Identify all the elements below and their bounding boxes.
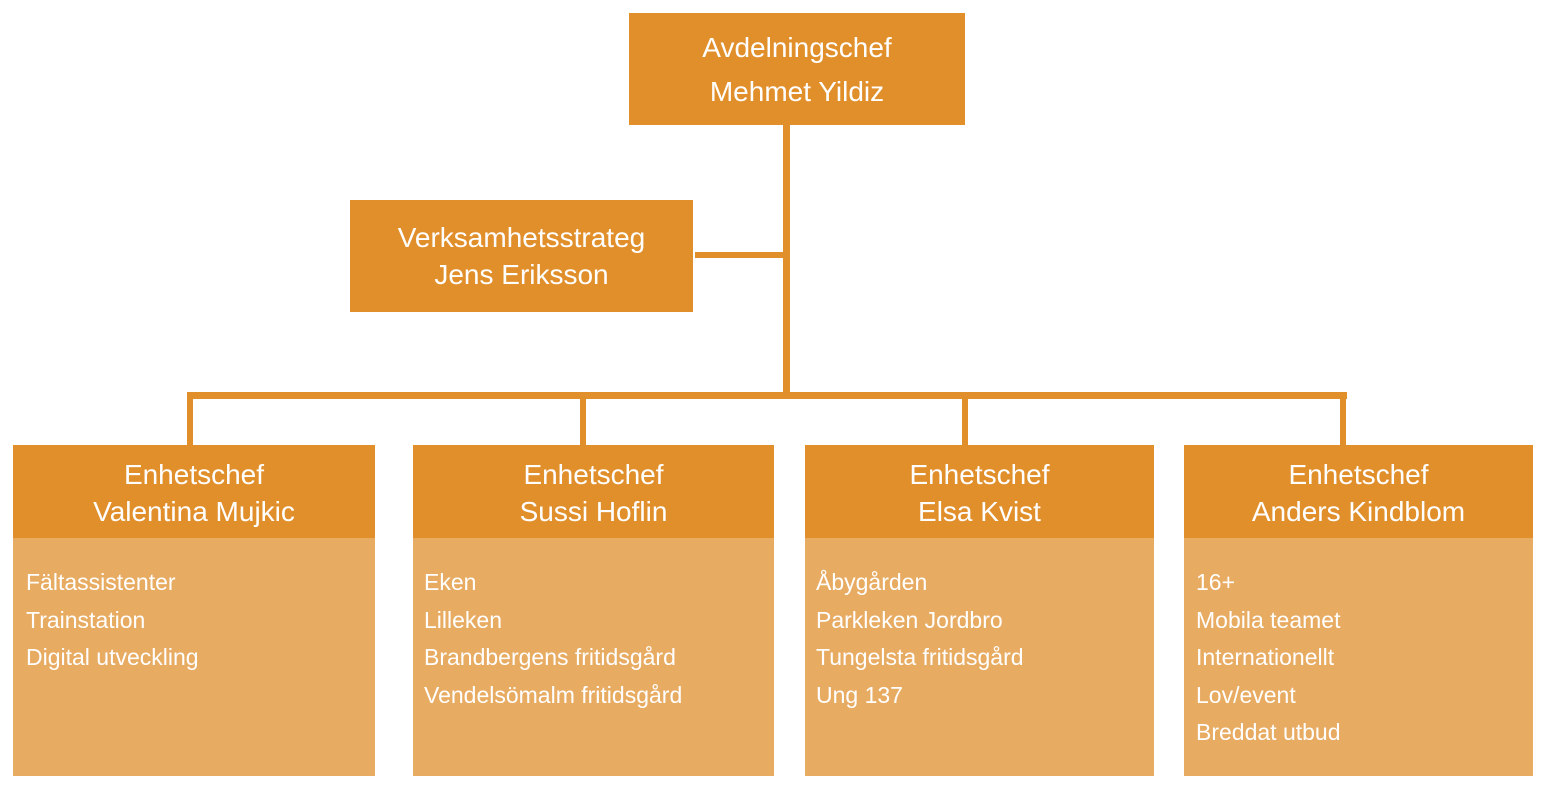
unit-manager-name: Sussi Hoflin: [519, 495, 668, 527]
unit-manager-name: Elsa Kvist: [918, 495, 1041, 527]
unit-manager-name: Anders Kindblom: [1251, 495, 1466, 527]
unit-item-list: Fältassistenter Trainstation Digital utv…: [13, 538, 375, 776]
unit-header: Enhetschef Anders Kindblom: [1184, 445, 1533, 538]
unit-item: Mobila teamet: [1196, 606, 1341, 633]
unit-header: Enhetschef Sussi Hoflin: [413, 445, 774, 538]
unit-item: Fältassistenter: [26, 569, 176, 595]
unit-item: Lilleken: [424, 606, 502, 633]
department-head-title: Avdelningschef: [702, 32, 892, 63]
connector-horizontal-bar: [187, 392, 1347, 399]
unit-item: Vendelsömalm fritidsgård: [424, 681, 683, 708]
strategist-title: Verksamhetsstrateg: [397, 222, 646, 253]
department-head-name: Mehmet Yildiz: [709, 76, 885, 107]
unit-item-list: Åbygården Parkleken Jordbro Tungelsta fr…: [805, 538, 1154, 776]
unit-item: Åbygården: [816, 569, 928, 595]
unit-item: Tungelsta fritidsgård: [816, 644, 1024, 670]
connector-unit-1: [187, 392, 193, 446]
unit-item: Ung 137: [816, 681, 903, 708]
unit-item: Digital utveckling: [26, 644, 199, 670]
connector-top-vertical: [783, 125, 790, 398]
unit-title: Enhetschef: [909, 458, 1050, 490]
unit-title: Enhetschef: [1288, 458, 1429, 490]
unit-item: Lov/event: [1196, 681, 1296, 708]
unit-item: Breddat utbud: [1196, 719, 1341, 745]
unit-item: Trainstation: [26, 606, 146, 633]
unit-item: Eken: [424, 569, 477, 595]
unit-box-1: Enhetschef Valentina Mujkic Fältassisten…: [13, 445, 375, 776]
unit-item-list: Eken Lilleken Brandbergens fritidsgård V…: [413, 538, 774, 776]
unit-box-2: Enhetschef Sussi Hoflin Eken Lilleken Br…: [413, 445, 774, 776]
connector-unit-2: [580, 392, 586, 446]
unit-item: Parkleken Jordbro: [816, 606, 1003, 633]
connector-unit-3: [962, 392, 968, 446]
unit-item: Internationellt: [1196, 644, 1335, 670]
unit-box-3: Enhetschef Elsa Kvist Åbygården Parkleke…: [805, 445, 1154, 776]
connector-unit-4: [1340, 392, 1346, 446]
unit-box-4: Enhetschef Anders Kindblom 16+ Mobila te…: [1184, 445, 1533, 776]
unit-header: Enhetschef Elsa Kvist: [805, 445, 1154, 538]
strategist-box: Verksamhetsstrateg Jens Eriksson: [350, 200, 693, 312]
unit-item: Brandbergens fritidsgård: [424, 644, 676, 670]
unit-item: 16+: [1196, 569, 1236, 595]
department-head-box: Avdelningschef Mehmet Yildiz: [629, 13, 965, 125]
unit-title: Enhetschef: [523, 458, 664, 490]
unit-header: Enhetschef Valentina Mujkic: [13, 445, 375, 538]
connector-staff: [695, 252, 785, 258]
unit-item-list: 16+ Mobila teamet Internationellt Lov/ev…: [1184, 538, 1533, 776]
unit-manager-name: Valentina Mujkic: [93, 495, 295, 527]
unit-title: Enhetschef: [123, 458, 265, 490]
strategist-name: Jens Eriksson: [434, 259, 609, 290]
